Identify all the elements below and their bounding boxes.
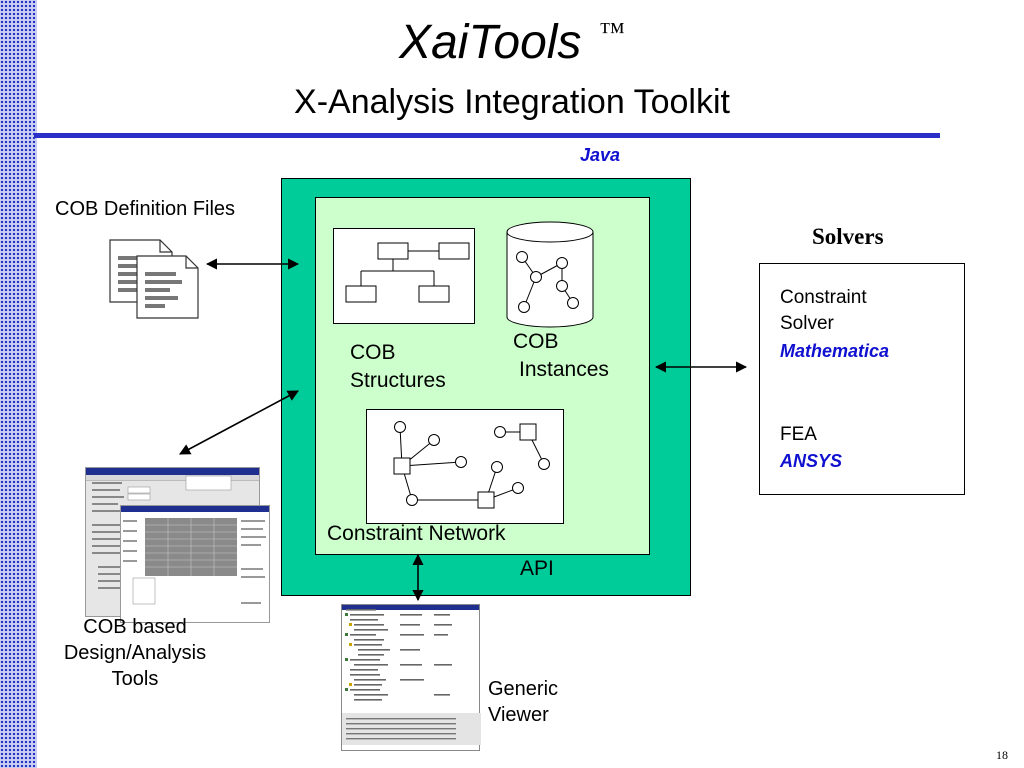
- constraint-solver-line1: Constraint: [780, 287, 867, 308]
- cob-instances-label: COB Instances: [513, 328, 609, 384]
- cob-instances-label-line1: COB: [513, 330, 559, 353]
- cob-structures-label-line2: Structures: [350, 369, 446, 392]
- title-text: XaiTools: [399, 16, 582, 69]
- ansys-label: ANSYS: [780, 451, 843, 471]
- cob-structures-tree-icon: [345, 242, 470, 303]
- generic-viewer-label-line2: Viewer: [488, 704, 549, 726]
- cob-definition-files-label: COB Definition Files: [55, 198, 236, 220]
- api-label: API: [520, 557, 554, 580]
- generic-viewer-label: Generic Viewer: [488, 676, 558, 728]
- data-table-icon: [123, 518, 266, 605]
- page-number: 18: [996, 748, 1008, 762]
- constraint-solver-line2: Solver: [780, 313, 834, 334]
- generic-viewer-screenshot: [341, 604, 481, 751]
- title-divider: [34, 133, 940, 138]
- cob-structures-diagram-box: [333, 228, 475, 324]
- mathematica-label: Mathematica: [780, 341, 890, 361]
- constraint-solver-label: Constraint Solver: [780, 285, 867, 337]
- decorative-sidebar: [0, 0, 37, 768]
- solvers-title: Solvers: [812, 224, 884, 249]
- tree-view-icon: [342, 609, 481, 745]
- cob-tools-label-line2: Design/Analysis: [63, 642, 207, 664]
- constraint-network-label: Constraint Network: [327, 522, 506, 545]
- generic-viewer-label-line1: Generic: [488, 678, 559, 700]
- form-rows-icon: [92, 475, 232, 589]
- slide-title: XaiTools ™: [0, 4, 1024, 71]
- trademark-symbol: ™: [599, 17, 625, 46]
- cob-structures-label: COB Structures: [350, 339, 446, 395]
- java-label: Java: [580, 145, 621, 165]
- cob-tools-label-line1: COB based: [83, 616, 187, 638]
- tools-to-core-arrow: [179, 390, 299, 455]
- slide-subtitle: X-Analysis Integration Toolkit: [294, 83, 730, 121]
- cob-tools-label: COB based Design/Analysis Tools: [40, 614, 230, 692]
- cob-instances-label-line2: Instances: [519, 358, 609, 381]
- document-icon: [136, 255, 199, 319]
- solvers-box: [759, 263, 965, 495]
- constraint-network-graph-icon: [393, 421, 550, 509]
- cob-tools-label-line3: Tools: [111, 668, 159, 690]
- design-tool-screenshot-front: [120, 505, 270, 623]
- fea-label: FEA: [780, 424, 817, 445]
- cob-structures-label-line1: COB: [350, 341, 396, 364]
- constraint-network-diagram-box: [366, 409, 564, 524]
